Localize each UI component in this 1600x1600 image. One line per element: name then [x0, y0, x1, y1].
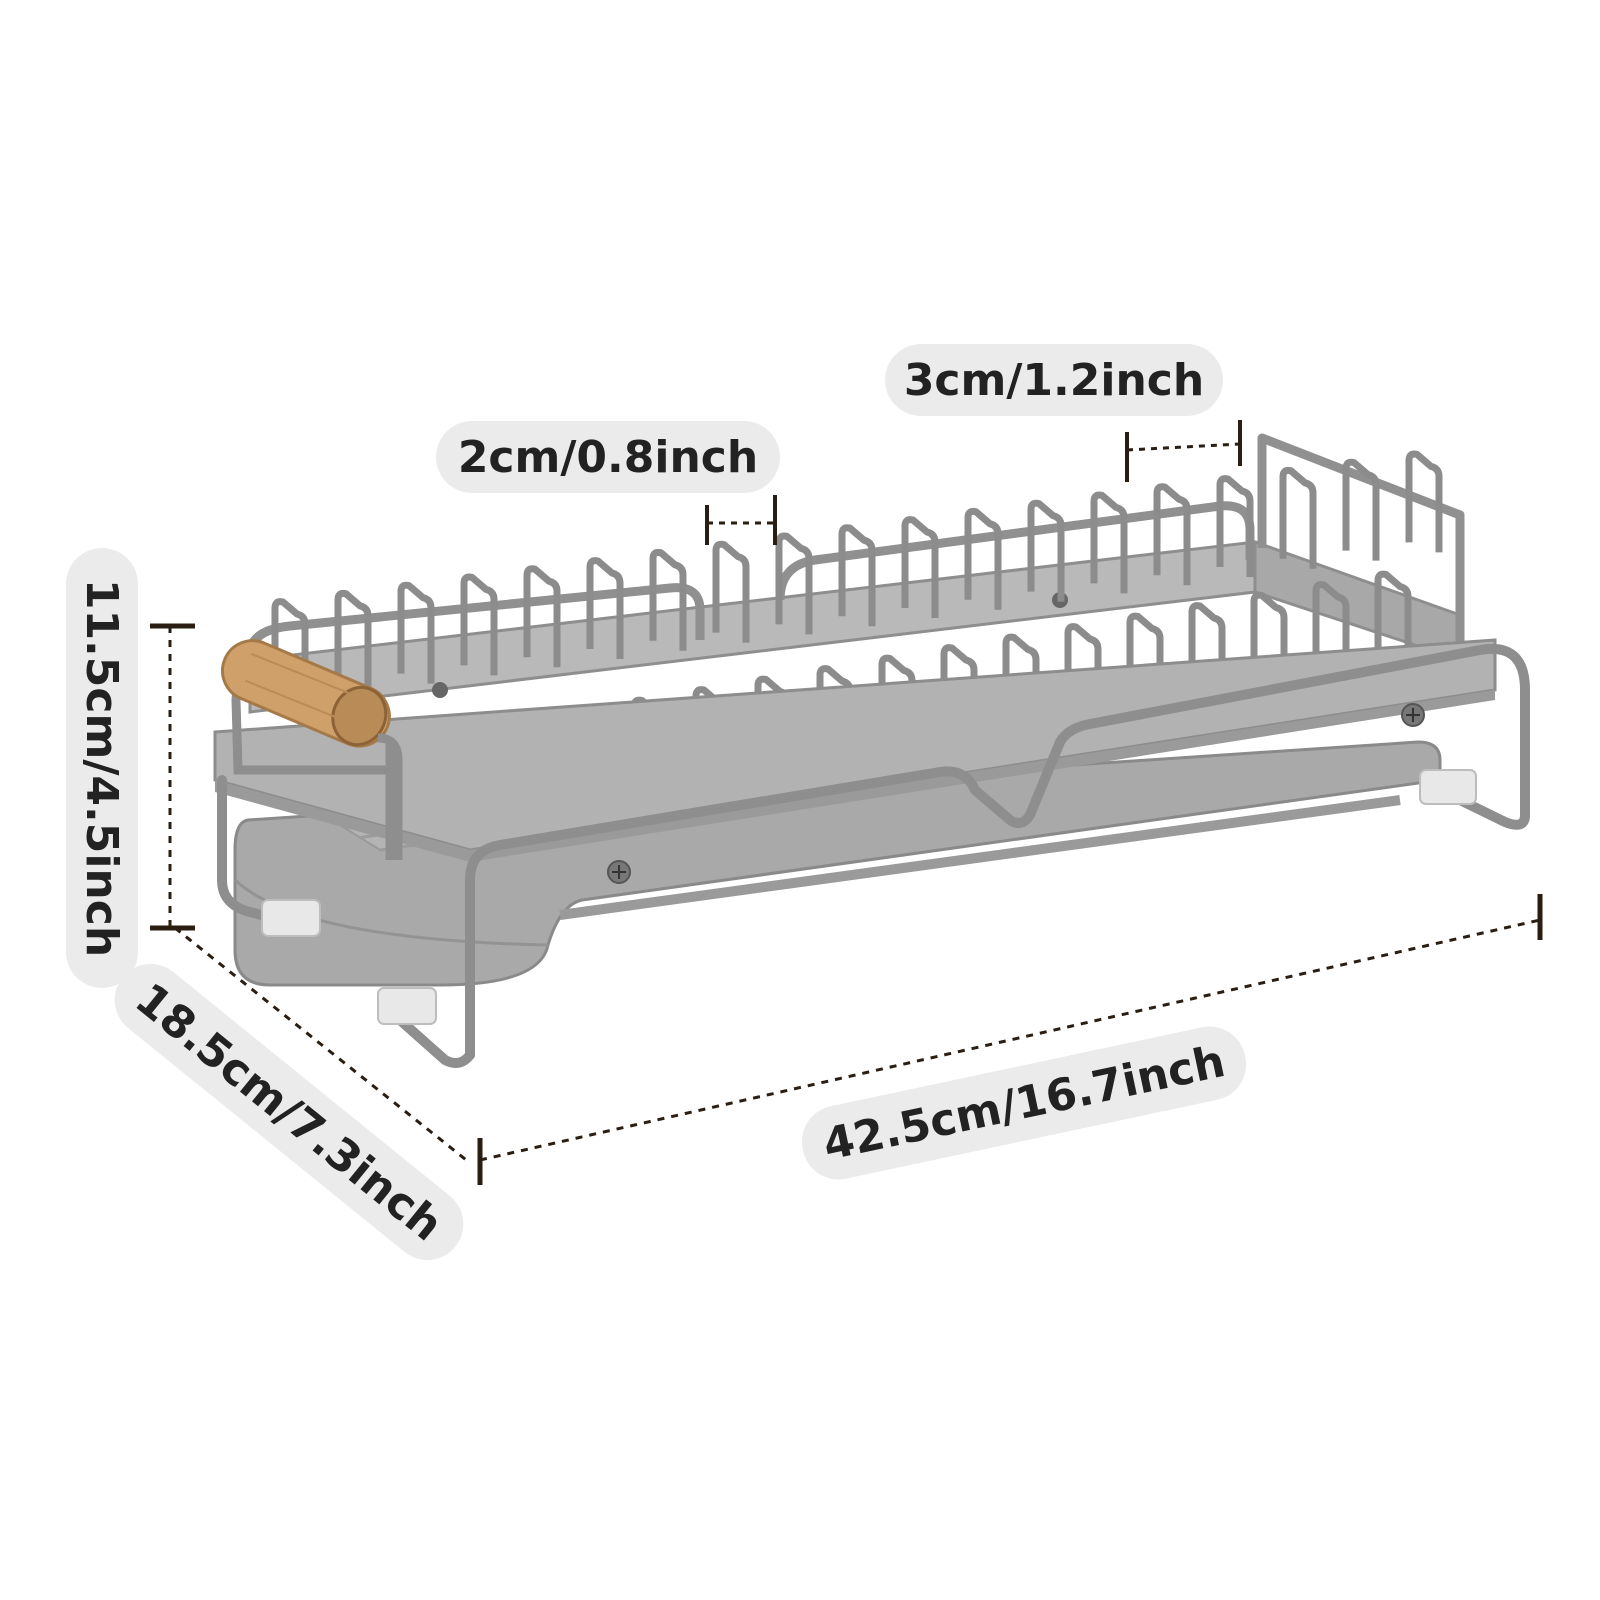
front-divider	[1126, 612, 1164, 730]
height-label: 11.5cm/4.5inch	[66, 548, 138, 988]
rubber-feet	[261, 769, 1477, 1025]
wooden-handle	[221, 639, 403, 860]
front-panel	[213, 638, 1497, 884]
back-divider	[1090, 491, 1128, 594]
wide-slot-label: 3cm/1.2inch	[885, 344, 1223, 416]
back-divider	[712, 540, 750, 643]
back-divider	[901, 516, 939, 618]
front-divider	[1064, 623, 1102, 740]
front-divider	[1312, 581, 1350, 698]
wide-slot-dimension-line	[1126, 442, 1241, 452]
back-divider	[649, 548, 687, 651]
narrow-slot-label: 2cm/0.8inch	[436, 421, 780, 493]
back-plate-dividers	[271, 450, 1443, 700]
back-divider	[1027, 499, 1065, 602]
front-divider	[1188, 602, 1226, 719]
back-divider	[964, 507, 1002, 610]
back-divider	[271, 598, 309, 700]
front-wire-rail	[217, 643, 1530, 1069]
back-divider	[1153, 483, 1191, 586]
back-divider	[460, 573, 498, 676]
back-divider	[838, 524, 876, 627]
back-divider	[1342, 458, 1380, 561]
back-divider	[334, 589, 372, 692]
front-divider	[1002, 633, 1040, 751]
back-divider	[397, 581, 435, 684]
dimension-lines	[150, 420, 1543, 1185]
back-divider	[775, 532, 813, 635]
back-divider	[523, 565, 561, 668]
front-divider	[1250, 591, 1288, 709]
front-divider	[878, 654, 916, 772]
back-divider	[1279, 466, 1317, 569]
front-divider	[1374, 570, 1412, 688]
back-divider	[586, 557, 624, 659]
back-divider	[1405, 450, 1443, 553]
front-divider	[940, 644, 978, 761]
back-divider	[1216, 475, 1254, 577]
depth-dimension-line	[174, 926, 471, 1165]
